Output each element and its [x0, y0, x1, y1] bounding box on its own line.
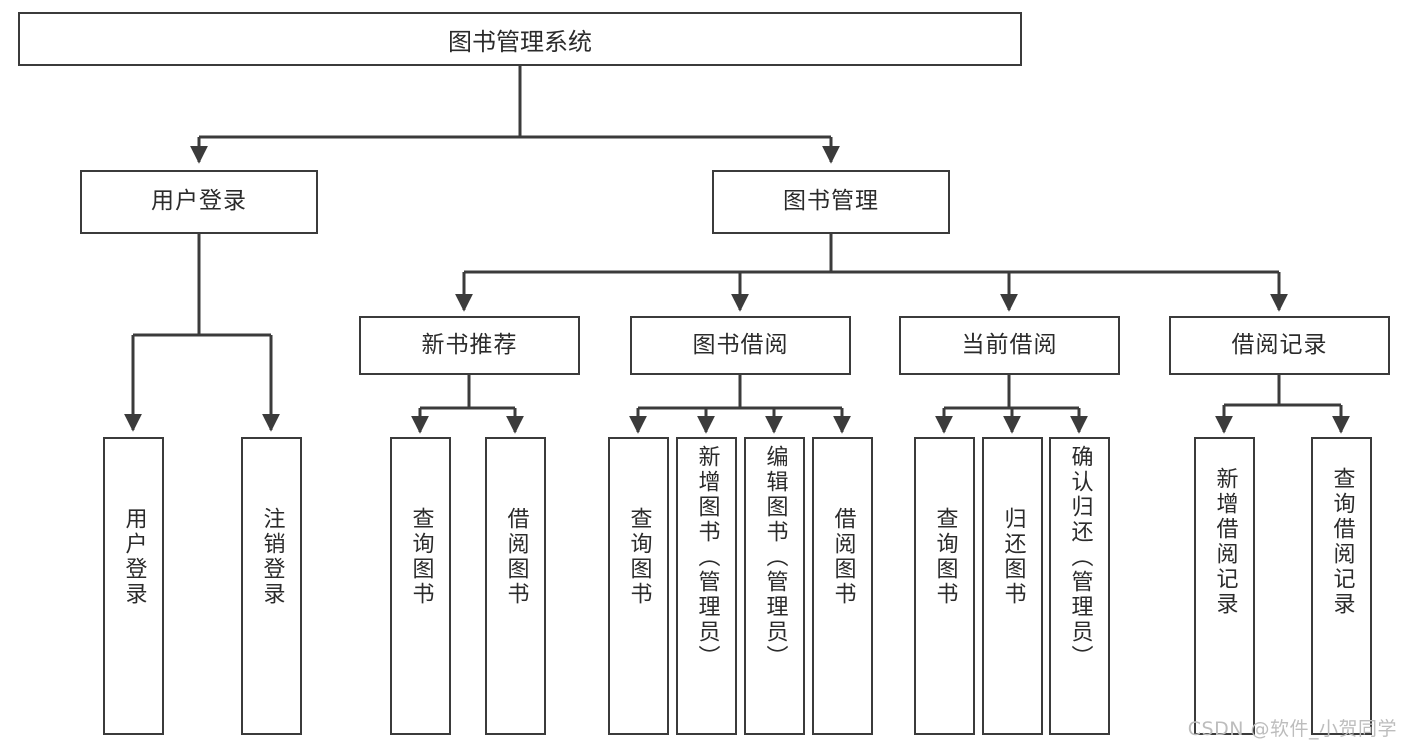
leaf-add-borrow-record-label: 新增借阅记录: [1212, 467, 1238, 617]
leaf-query-book-3-label: 查询图书: [932, 507, 958, 607]
node-new-book-recommend-label: 新书推荐: [421, 331, 518, 358]
csdn-watermark: CSDN @软件_小贺同学: [1187, 718, 1397, 740]
leaf-borrow-book-1[interactable]: 借阅图书: [485, 437, 546, 735]
leaf-query-book-3[interactable]: 查询图书: [914, 437, 975, 735]
leaf-query-book-2-label: 查询图书: [626, 507, 652, 607]
node-book-borrow-label: 图书借阅: [692, 331, 789, 358]
leaf-query-borrow-record[interactable]: 查询借阅记录: [1311, 437, 1372, 735]
leaf-query-book-1-label: 查询图书: [408, 507, 434, 607]
leaf-query-borrow-record-label: 查询借阅记录: [1329, 467, 1355, 617]
leaf-user-logout[interactable]: 注销登录: [241, 437, 302, 735]
leaf-edit-book[interactable]: 编辑图书（管理员）: [744, 437, 805, 735]
node-book-management[interactable]: 图书管理: [712, 170, 950, 234]
node-new-book-recommend[interactable]: 新书推荐: [359, 316, 580, 375]
leaf-borrow-book-2-label: 借阅图书: [830, 507, 856, 607]
leaf-user-logout-label: 注销登录: [259, 507, 285, 607]
node-book-borrow[interactable]: 图书借阅: [630, 316, 851, 375]
leaf-query-book-1[interactable]: 查询图书: [390, 437, 451, 735]
leaf-edit-book-label: 编辑图书（管理员）: [762, 445, 788, 670]
leaf-return-book[interactable]: 归还图书: [982, 437, 1043, 735]
node-user-login[interactable]: 用户登录: [80, 170, 318, 234]
leaf-confirm-return[interactable]: 确认归还（管理员）: [1049, 437, 1110, 735]
leaf-user-login[interactable]: 用户登录: [103, 437, 164, 735]
node-borrow-record-label: 借阅记录: [1231, 331, 1328, 358]
node-book-management-label: 图书管理: [783, 188, 879, 215]
leaf-confirm-return-label: 确认归还（管理员）: [1067, 445, 1093, 670]
leaf-query-book-2[interactable]: 查询图书: [608, 437, 669, 735]
node-user-login-label: 用户登录: [151, 188, 247, 215]
leaf-add-book[interactable]: 新增图书（管理员）: [676, 437, 737, 735]
leaf-user-login-label: 用户登录: [121, 507, 147, 607]
leaf-return-book-label: 归还图书: [1000, 507, 1026, 607]
node-current-borrow[interactable]: 当前借阅: [899, 316, 1120, 375]
node-root-label: 图书管理系统: [448, 27, 592, 56]
node-current-borrow-label: 当前借阅: [961, 331, 1058, 358]
leaf-borrow-book-2[interactable]: 借阅图书: [812, 437, 873, 735]
leaf-add-book-label: 新增图书（管理员）: [694, 445, 720, 670]
leaf-borrow-book-1-label: 借阅图书: [503, 507, 529, 607]
leaf-add-borrow-record[interactable]: 新增借阅记录: [1194, 437, 1255, 735]
node-borrow-record[interactable]: 借阅记录: [1169, 316, 1390, 375]
node-root[interactable]: 图书管理系统: [18, 12, 1022, 66]
